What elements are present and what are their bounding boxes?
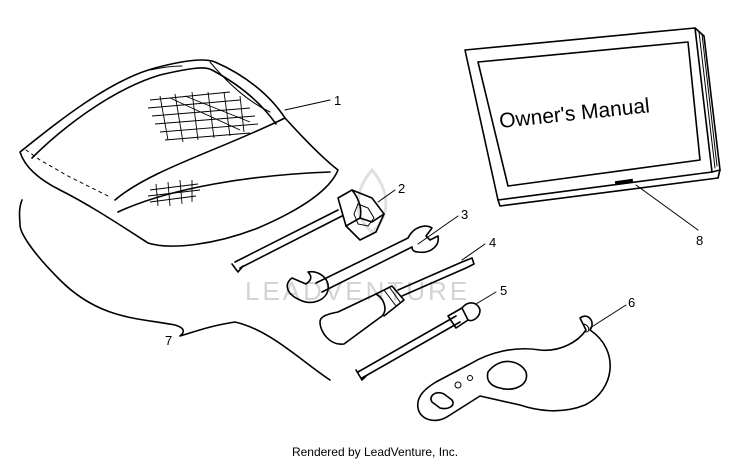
render-credit: Rendered by LeadVenture, Inc. [291,445,459,459]
callout-7: 7 [165,333,172,348]
callouts: 1 2 3 4 5 6 7 8 [165,93,703,348]
screwdriver [319,257,475,345]
watermark: LEADVENTURE [245,167,470,306]
open-end-wrench [286,225,440,304]
manual-cover-title: Owner's Manual [498,94,651,133]
callout-5: 5 [500,283,507,298]
pin-spanner-wrench [416,315,611,422]
watermark-flame-icon [356,167,388,234]
callout-2: 2 [398,181,405,196]
callout-8: 8 [696,233,703,248]
pouch-stitch-pattern-bottom [147,179,201,207]
leader-lines [284,99,699,329]
group-bracket [18,199,331,381]
callout-4: 4 [489,235,496,250]
callout-6: 6 [628,295,635,310]
callout-3: 3 [461,207,468,222]
pouch-stitch-pattern-top [147,91,259,143]
spark-plug-wrench [231,189,385,273]
callout-1: 1 [334,93,341,108]
owners-manual-book: Owner's Manual [464,27,721,207]
screwdriver-bit [355,302,481,381]
tool-pouch [19,59,339,247]
watermark-text: LEADVENTURE [245,276,470,306]
